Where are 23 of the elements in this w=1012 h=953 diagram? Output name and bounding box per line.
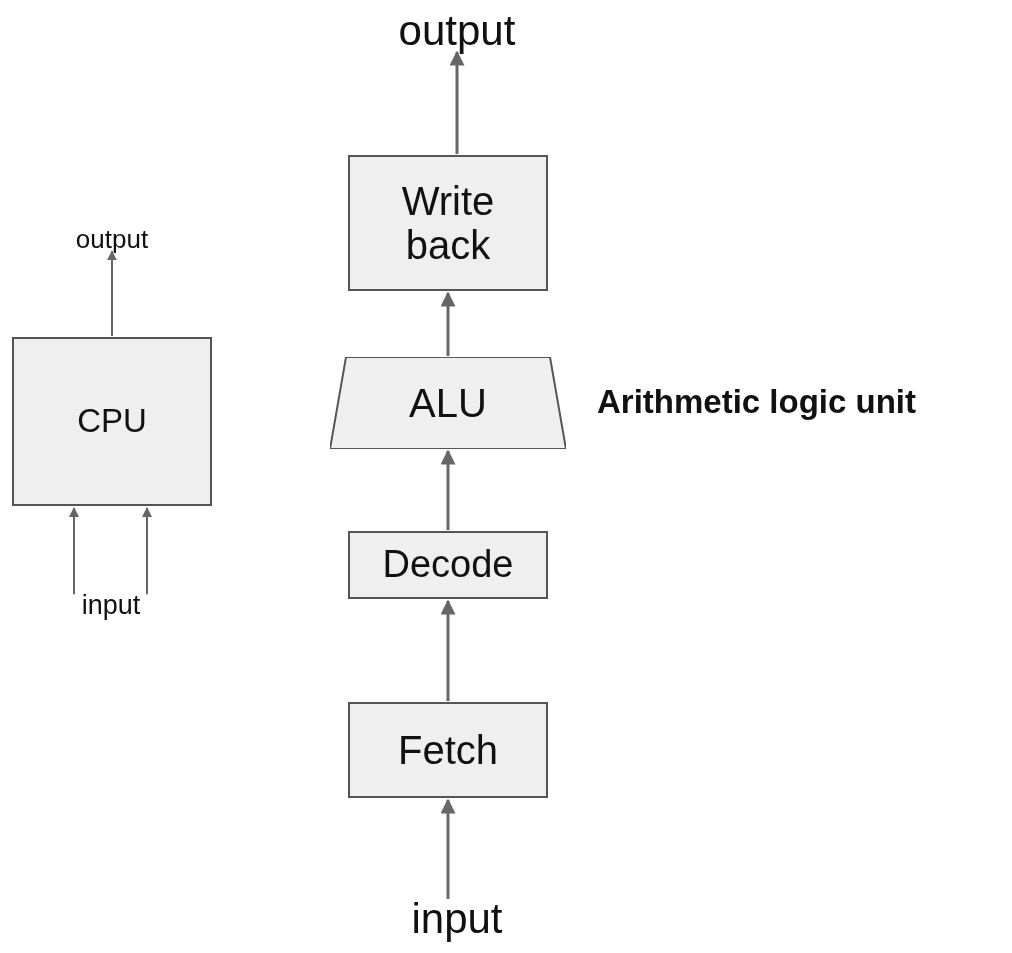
process-box: [348, 531, 548, 599]
stage-label: Fetch: [397, 728, 498, 772]
arrow: [449, 50, 465, 154]
alu-trapezoid: [330, 357, 566, 449]
stage-label: ALU: [409, 381, 487, 425]
io-label: output: [398, 7, 516, 55]
arrow: [440, 291, 456, 356]
io-label: input: [411, 895, 503, 943]
process-box: [348, 155, 548, 291]
stage-label: CPU: [77, 403, 147, 440]
arrow: [142, 507, 152, 596]
io-label: input: [81, 591, 141, 621]
stage-label: Write back: [400, 179, 496, 267]
arrow: [69, 507, 79, 596]
arrow: [440, 449, 456, 530]
stage-label: Decode: [382, 544, 514, 586]
arrow: [440, 798, 456, 899]
arrow: [107, 250, 117, 337]
io-label: output: [75, 224, 149, 254]
process-box: [348, 702, 548, 798]
arrow: [440, 599, 456, 701]
unit-caption: Arithmetic logic unit: [597, 385, 916, 418]
process-box: [12, 337, 212, 506]
